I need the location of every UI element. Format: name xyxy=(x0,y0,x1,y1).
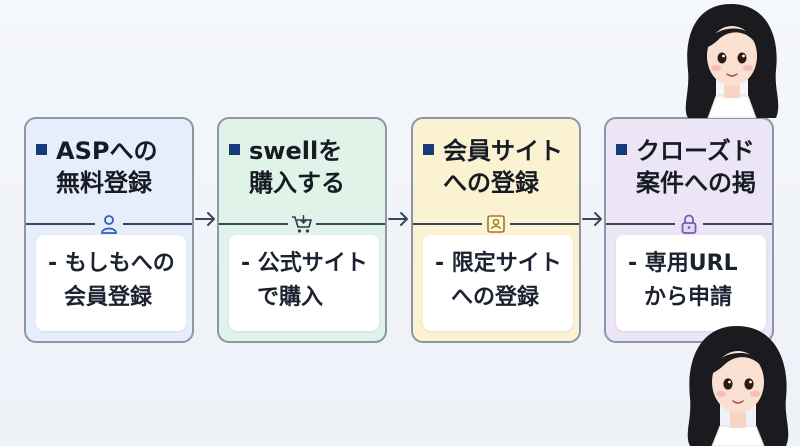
step-title-line1: ASPへの xyxy=(56,137,158,165)
step-title: swellを 購入する xyxy=(229,135,381,199)
step-desc-line2: への登録 xyxy=(451,285,540,310)
step-desc-line2: で購入 xyxy=(257,285,324,310)
step-desc-line2: から申請 xyxy=(644,285,733,310)
arrow-right-icon xyxy=(388,212,408,226)
square-bullet-icon xyxy=(229,144,240,155)
avatar-illustration xyxy=(687,326,789,446)
step-card-1: ASPへの 無料登録 - もしもへの 会員登録 xyxy=(24,117,194,343)
step-desc-line2: 会員登録 xyxy=(64,285,153,310)
arrow-right-icon xyxy=(582,212,602,226)
step-title-line2: 購入する xyxy=(249,169,345,197)
step-desc-line1: - 限定サイト xyxy=(435,251,562,276)
step-title-line2: 無料登録 xyxy=(56,169,152,197)
avatar-illustration xyxy=(685,4,779,118)
user-icon xyxy=(95,211,123,237)
step-title: クローズド 案件への掲 xyxy=(616,135,768,199)
step-title: 会員サイト への登録 xyxy=(423,135,575,199)
step-desc-line1: - 公式サイト xyxy=(241,251,368,276)
step-card-4: クローズド 案件への掲 - 専用URL から申請 xyxy=(604,117,774,343)
arrow-right-icon xyxy=(195,212,215,226)
step-card-3: 会員サイト への登録 - 限定サイト への登録 xyxy=(411,117,581,343)
member-card-icon xyxy=(482,211,510,237)
step-description: - 公式サイト で購入 xyxy=(241,247,368,315)
cart-icon xyxy=(288,211,316,237)
step-description: - 限定サイト への登録 xyxy=(435,247,562,315)
step-title-line2: への登録 xyxy=(443,169,539,197)
square-bullet-icon xyxy=(36,144,47,155)
step-card-2: swellを 購入する - 公式サイト で購入 xyxy=(217,117,387,343)
square-bullet-icon xyxy=(616,144,627,155)
step-desc-line1: - 専用URL xyxy=(628,251,738,276)
step-desc-line1: - もしもへの xyxy=(48,251,175,276)
step-title-line1: クローズド xyxy=(636,137,755,165)
step-title-line2: 案件への掲 xyxy=(636,169,756,197)
step-detail-box: - 限定サイト への登録 xyxy=(423,235,573,331)
step-detail-box: - 専用URL から申請 xyxy=(616,235,766,331)
lock-icon xyxy=(675,211,703,237)
step-title-line1: 会員サイト xyxy=(443,137,563,165)
step-title: ASPへの 無料登録 xyxy=(36,135,188,199)
step-description: - もしもへの 会員登録 xyxy=(48,247,175,315)
square-bullet-icon xyxy=(423,144,434,155)
step-title-line1: swellを xyxy=(249,137,343,165)
step-detail-box: - もしもへの 会員登録 xyxy=(36,235,186,331)
step-description: - 専用URL から申請 xyxy=(628,247,738,315)
step-detail-box: - 公式サイト で購入 xyxy=(229,235,379,331)
